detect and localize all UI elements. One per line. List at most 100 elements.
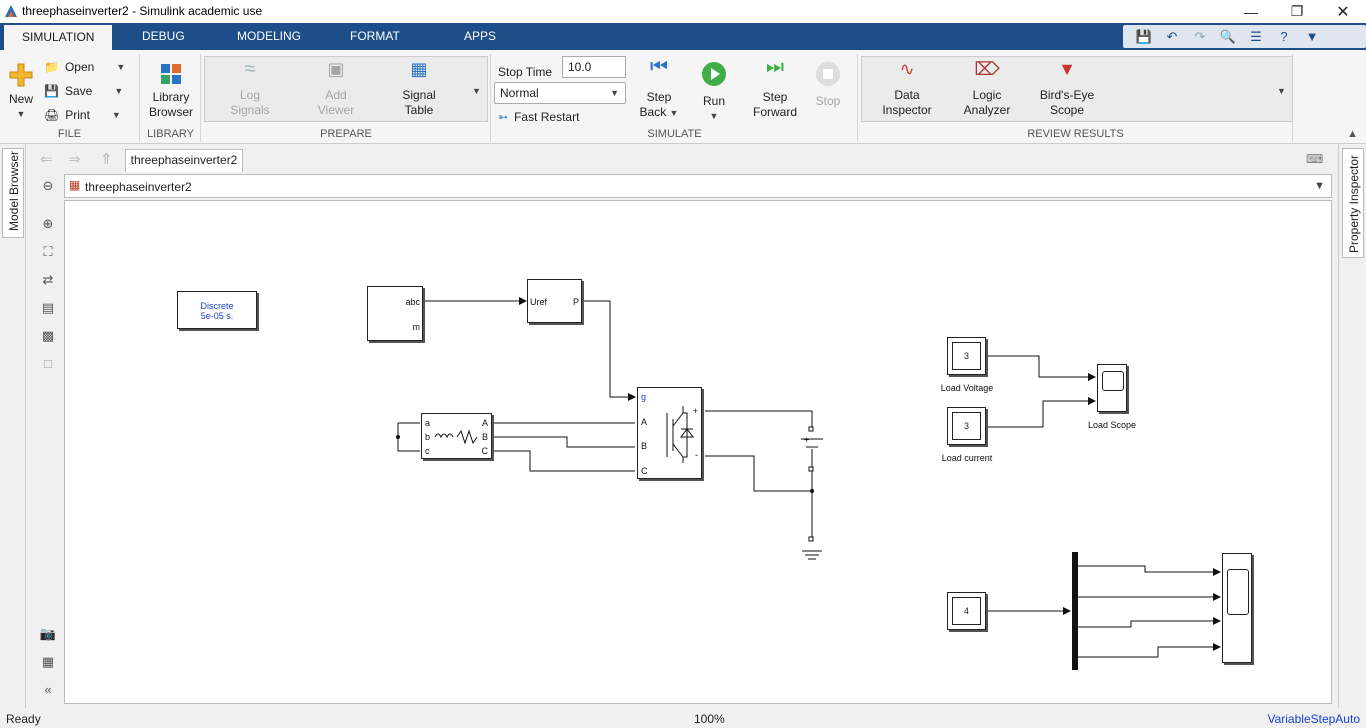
- collapse-icon[interactable]: «: [44, 682, 52, 697]
- review-expand-icon[interactable]: ▼: [1277, 86, 1286, 96]
- model-path-bar[interactable]: ▦ threephaseinverter2 ▼: [64, 174, 1332, 198]
- keyboard-icon[interactable]: ⌨: [1306, 152, 1324, 166]
- collapse-ribbon-icon[interactable]: ▼: [1305, 29, 1319, 44]
- simulation-mode-select[interactable]: Normal ▼: [494, 82, 626, 104]
- review-group: ∿ Data Inspector ⌦ Logic Analyzer ▼ Bird…: [859, 54, 1293, 142]
- floppy-icon: 💾: [44, 84, 59, 98]
- new-button[interactable]: New ▼: [6, 62, 36, 122]
- tab-format[interactable]: FORMAT: [350, 29, 400, 43]
- print-button[interactable]: 🖨 Print ▼: [44, 108, 121, 122]
- redo-icon[interactable]: ↷: [1194, 28, 1206, 44]
- rl-load-block[interactable]: a b c A B C: [421, 413, 492, 459]
- help-icon[interactable]: ?: [1280, 29, 1288, 44]
- folder-icon: 📁: [44, 60, 59, 74]
- save-button[interactable]: 💾 Save ▼: [44, 84, 124, 98]
- path-dropdown-icon[interactable]: ▼: [1314, 180, 1325, 192]
- library-label-1: Library: [152, 90, 190, 104]
- screenshot-icon[interactable]: 📷: [39, 626, 57, 641]
- review-gallery: [861, 56, 1293, 122]
- signal-label-1: Signal: [402, 88, 436, 102]
- pwm-generator-block[interactable]: Uref P: [527, 279, 582, 323]
- solver-indicator[interactable]: VariableStepAuto: [1267, 712, 1360, 726]
- image-icon[interactable]: ▩: [41, 328, 55, 343]
- line-voltage-to-scope: [987, 355, 1096, 381]
- restore-button[interactable]: ❐: [1290, 3, 1304, 19]
- print-label: Print: [65, 108, 90, 122]
- from-current-block[interactable]: 3: [947, 407, 986, 445]
- new-plus-icon: [9, 63, 33, 87]
- save-icon[interactable]: 💾: [1135, 28, 1153, 44]
- property-toggle-icon[interactable]: ▦: [41, 654, 55, 669]
- library-browser-button[interactable]: Library Browser: [145, 62, 197, 120]
- model-editor-tab[interactable]: threephaseinverter2: [125, 149, 243, 172]
- load-port-B: B: [481, 432, 488, 442]
- step-back-button[interactable]: ⏮ Step Back ▼: [638, 57, 680, 121]
- search-icon[interactable]: 🔍: [1219, 28, 1237, 44]
- editor-nav-bar: ⇐ ⇒ ⇑ ⌨: [34, 148, 1332, 172]
- birds-eye-scope-button[interactable]: ▼ Bird's-Eye Scope: [1031, 60, 1103, 118]
- run-button[interactable]: Run ▼: [698, 60, 730, 124]
- add-viewer-icon: ▣: [327, 59, 345, 79]
- signal-table-button[interactable]: ▦ Signal Table: [392, 59, 446, 118]
- from-four-block[interactable]: 4: [947, 592, 986, 630]
- add-label-2: Viewer: [317, 103, 355, 117]
- model-canvas[interactable]: Discrete 5e-05 s. abc m Uref P a b c A B…: [64, 200, 1332, 704]
- stop-time-input[interactable]: 10.0: [562, 56, 626, 78]
- fast-restart-icon: ➳: [498, 110, 509, 124]
- prepare-expand-icon[interactable]: ▼: [472, 86, 481, 96]
- simulate-group-label: SIMULATE: [647, 128, 702, 140]
- from-voltage-block[interactable]: 3: [947, 337, 986, 375]
- save-label: Save: [64, 84, 93, 98]
- hide-explorer-icon[interactable]: ⊖: [42, 178, 54, 193]
- forward-arrow-icon[interactable]: ⇒: [68, 151, 81, 168]
- signal-generator-block[interactable]: abc m: [367, 286, 423, 341]
- simulate-group: Stop Time 10.0 Normal ▼ ➳ Fast Restart ⏮…: [492, 54, 858, 142]
- stop-button[interactable]: Stop: [812, 60, 844, 109]
- minimize-button[interactable]: —: [1244, 3, 1258, 20]
- bridge-port-A: A: [641, 417, 648, 427]
- fast-restart-button[interactable]: ➳ Fast Restart: [498, 110, 579, 124]
- load-port-a: a: [425, 418, 431, 428]
- line-bus-3: [1077, 617, 1221, 628]
- area-icon[interactable]: □: [44, 356, 52, 371]
- tab-modeling[interactable]: MODELING: [237, 29, 302, 43]
- powergui-block[interactable]: Discrete 5e-05 s.: [177, 291, 257, 329]
- logic-analyzer-button[interactable]: ⌦ Logic Analyzer: [955, 60, 1019, 118]
- zoom-icon[interactable]: ⊕: [42, 216, 54, 231]
- status-bar: Ready 100% VariableStepAuto: [0, 708, 1366, 728]
- simulation-mode-value: Normal: [500, 86, 539, 100]
- library-label-2: Browser: [148, 105, 193, 119]
- quick-action-icon[interactable]: ☰: [1250, 28, 1262, 44]
- tab-simulation[interactable]: SIMULATION: [4, 23, 113, 50]
- fit-view-icon[interactable]: ⛶: [43, 244, 53, 259]
- from-voltage-label: Load Voltage: [940, 383, 994, 393]
- left-side-strip: [0, 144, 26, 708]
- load-scope-block[interactable]: [1097, 364, 1127, 412]
- property-inspector-tab[interactable]: Property Inspector: [1342, 148, 1364, 258]
- add-viewer-button[interactable]: ▣ Add Viewer: [306, 59, 366, 118]
- route-lines-icon[interactable]: ⇄: [42, 272, 54, 287]
- step-forward-button[interactable]: ⏭ Step Forward: [748, 57, 802, 120]
- signal-table-icon: ▦: [410, 59, 428, 79]
- log-signals-button[interactable]: ≈ Log Signals: [220, 59, 280, 118]
- data-inspector-button[interactable]: ∿ Data Inspector: [875, 60, 939, 118]
- up-arrow-icon[interactable]: ⇑: [100, 151, 113, 168]
- log-label-1: Log: [239, 88, 261, 102]
- model-browser-tab[interactable]: Model Browser: [2, 148, 24, 238]
- universal-bridge-block[interactable]: g A B C + -: [637, 387, 702, 479]
- stop-time-label: Stop Time: [498, 65, 553, 79]
- tab-debug[interactable]: DEBUG: [142, 29, 185, 43]
- scope-block-2[interactable]: [1222, 553, 1252, 663]
- add-label-1: Add: [325, 88, 347, 102]
- library-grid-icon: [161, 64, 181, 84]
- zoom-level[interactable]: 100%: [694, 712, 725, 726]
- ribbon-pin-icon[interactable]: ▲: [1347, 128, 1358, 140]
- load-port-C: C: [481, 446, 489, 456]
- back-arrow-icon[interactable]: ⇐: [40, 151, 53, 168]
- tab-apps[interactable]: APPS: [464, 29, 497, 43]
- close-button[interactable]: ✕: [1336, 3, 1350, 21]
- demux-bar[interactable]: [1072, 552, 1078, 670]
- annotation-icon[interactable]: ▤: [41, 300, 55, 315]
- open-button[interactable]: 📁 Open ▼: [44, 60, 126, 74]
- undo-icon[interactable]: ↶: [1166, 28, 1178, 44]
